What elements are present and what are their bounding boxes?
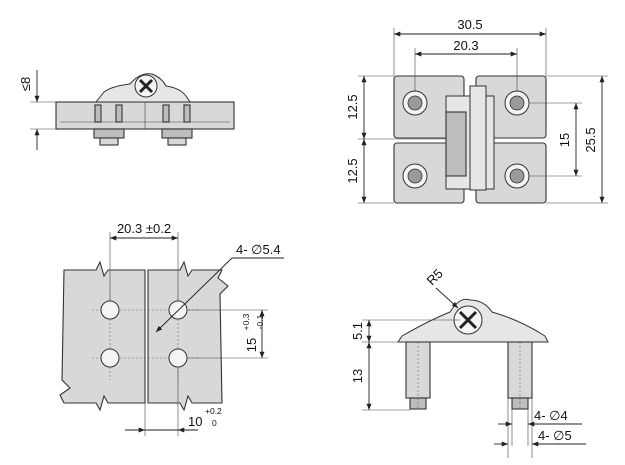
dim-radius: R5 [424, 266, 446, 288]
dim-cutout-vertical: 15 [244, 338, 259, 352]
stud-shank-right-a [162, 104, 170, 123]
dim-pin-dia: 4- ∅4 [534, 408, 568, 423]
stud-nut-right [161, 128, 193, 139]
screw-cross-icon [458, 310, 478, 330]
screw-cross-icon [138, 78, 154, 94]
dim-knuckle-height: 5.1 [350, 322, 365, 340]
dim-hole-spacing: 20.3 [453, 38, 478, 53]
dim-overall-width: 30.5 [457, 17, 482, 32]
stud-nut-left [93, 128, 125, 139]
side-view-bottom: R5 5.1 13 4- ∅4 4- ∅5 [350, 266, 586, 458]
cutout-hole [100, 300, 120, 320]
dim-cutout-hole-spacing: 20.3 ±0.2 [117, 221, 171, 236]
dim-pin-length: 13 [350, 369, 365, 383]
cutout-hole [100, 348, 120, 368]
side-view-top: ≤8 [18, 70, 235, 150]
cutout-panel-right [147, 260, 229, 412]
tol-vertical-plus: +0.3 [241, 313, 251, 330]
barrel-shadow [445, 111, 467, 177]
label-hole-count-dia: 4- ∅5.4 [236, 242, 281, 257]
stud-shank-left-b [115, 104, 123, 123]
tol-offset-zero: 0 [212, 418, 217, 428]
dim-offset: 10 [188, 414, 202, 429]
dim-lower-half: 12.5 [345, 158, 360, 183]
cutout-hole [168, 348, 188, 368]
tol-vertical-minus: -0.1 [255, 314, 265, 329]
dim-overall-height: 25.5 [583, 127, 598, 152]
stud-shank-left-a [94, 104, 102, 123]
barrel-center [469, 85, 487, 191]
dim-hole-vertical: 15 [557, 133, 572, 147]
mounting-cutout-view: 20.3 ±0.2 4- ∅5.4 15 +0.3 -0.1 10 +0.2 0 [59, 221, 284, 436]
stud-tip-right [167, 137, 187, 146]
tol-offset-plus: +0.2 [205, 406, 222, 416]
stud-tip-left [99, 137, 119, 146]
front-view-top: 30.5 20.3 12.5 12.5 15 25.5 [345, 17, 608, 204]
dim-upper-half: 12.5 [345, 94, 360, 119]
cutout-panel-left [59, 260, 146, 412]
dim-height-max: ≤8 [18, 77, 33, 91]
stud-shank-right-b [183, 104, 191, 123]
dim-boss-dia: 4- ∅5 [538, 428, 572, 443]
